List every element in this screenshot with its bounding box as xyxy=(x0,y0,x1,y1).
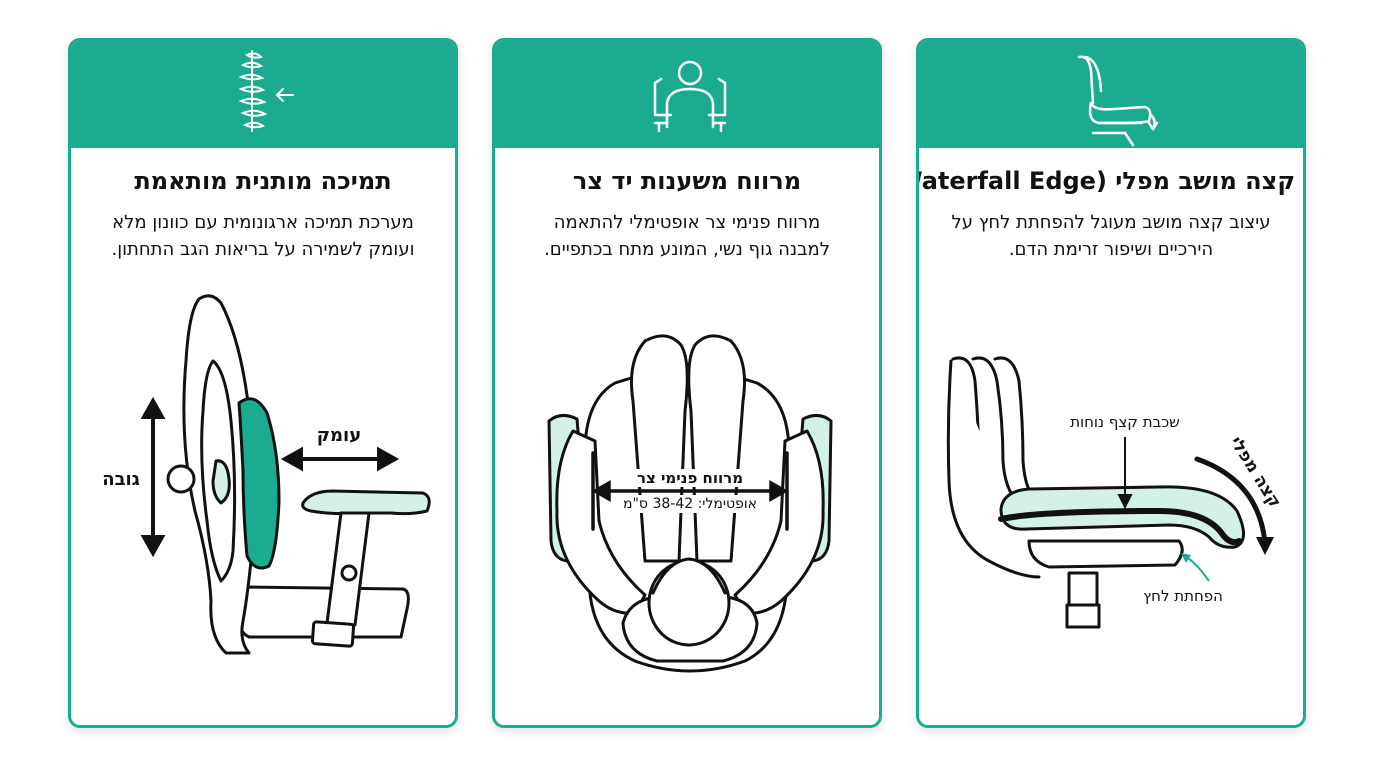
inner-width-label: מרווח פנימי צר xyxy=(637,469,743,487)
depth-arrow xyxy=(280,446,400,472)
person-in-chair-icon xyxy=(653,60,727,133)
card-header xyxy=(495,41,879,148)
foam-label: שכבת קצף נוחות xyxy=(1070,413,1180,431)
waterfall-label: קצה מפלי xyxy=(1226,433,1285,511)
chair-seat-edge-icon xyxy=(1077,55,1159,147)
foam-pointer xyxy=(1117,437,1133,510)
card-waterfall-edge: קצה מושב מפלי (Waterfall Edge) עיצוב קצה… xyxy=(916,38,1306,728)
lumbar-pad xyxy=(237,397,281,570)
foam-layer xyxy=(998,507,1242,546)
armrest-top-view-illustration: מרווח פנימי צר אופטימלי: 38-42 ס"מ xyxy=(547,334,833,673)
waterfall-arrow xyxy=(1194,456,1268,546)
description-line: עיצוב קצה מושב מעוגל להפחתת לחץ על xyxy=(951,212,1271,233)
pressure-label: הפחתת לחץ xyxy=(1143,587,1223,605)
card-header xyxy=(71,41,455,148)
card-description: עיצוב קצה מושב מעוגל להפחתת לחץ על הירכי… xyxy=(933,209,1289,263)
spine-icon xyxy=(238,50,294,132)
height-arrow xyxy=(140,396,166,558)
description-line: מרווח פנימי צר אופטימלי להתאמה xyxy=(553,212,821,233)
height-label: גובה xyxy=(102,469,140,490)
description-line: למבנה גוף נשי, המונע מתח בכתפיים. xyxy=(544,239,830,260)
card-description: מערכת תמיכה ארגונומית עם כוונון מלא ועומ… xyxy=(85,209,441,263)
card-header xyxy=(919,41,1303,148)
card-lumbar-support: תמיכה מותנית מותאמת מערכת תמיכה ארגונומי… xyxy=(68,38,458,728)
waterfall-seat-illustration: שכבת קצף נוחות קצה מפלי הפחתת לחץ xyxy=(946,356,1285,629)
card-title: תמיכה מותנית מותאמת xyxy=(134,167,392,195)
seat-cushion xyxy=(999,485,1245,549)
optimal-width-label: אופטימלי: 38-42 ס"מ xyxy=(623,496,757,512)
description-line: הירכיים ושיפור זרימת הדם. xyxy=(1008,239,1214,260)
inner-width-arrow xyxy=(591,451,789,531)
lumbar-chair-illustration: גובה עומק xyxy=(102,294,431,655)
card-title: קצה מושב מפלי (Waterfall Edge) xyxy=(919,167,1295,195)
card-armrest-width: מרווח משענות יד צר מרווח פנימי צר אופטימ… xyxy=(492,38,882,728)
card-title: מרווח משענות יד צר xyxy=(572,167,802,195)
description-line: מערכת תמיכה ארגונומית עם כוונון מלא xyxy=(112,212,414,233)
description-line: ועומק לשמירה על בריאות הגב התחתון. xyxy=(111,239,415,260)
card-description: מרווח פנימי צר אופטימלי להתאמה למבנה גוף… xyxy=(509,209,865,263)
depth-label: עומק xyxy=(317,425,361,446)
